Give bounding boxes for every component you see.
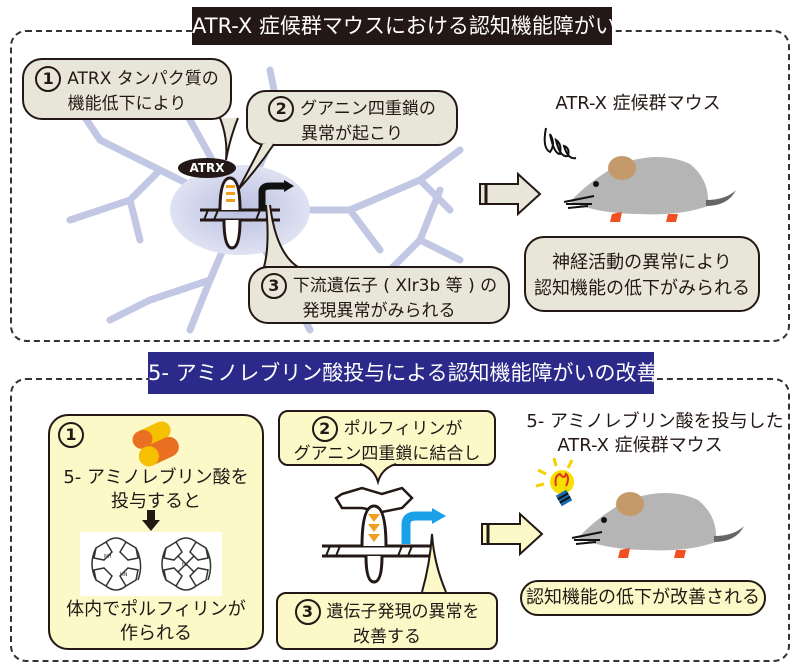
top-step2-line1: グアニン四重鎖の [300, 99, 436, 119]
top-result-bubble: 神経活動の異常により 認知機能の低下がみられる [524, 236, 760, 312]
confusion-scribble-icon [543, 127, 577, 160]
bottom-step3-pointer [421, 533, 447, 593]
top-step3-line2: 発現異常がみられる [302, 301, 456, 321]
porphyrin-heme-icon: Fe [161, 537, 212, 591]
step-number-1: 1 [58, 422, 84, 448]
top-step1-pointer [219, 117, 239, 161]
bottom-mouse-illustration [571, 492, 744, 558]
top-step3-line1: 下流遺伝子 ( Xlr3b 等 ) の [292, 276, 498, 296]
top-result-line2: 認知機能の低下がみられる [534, 278, 750, 299]
top-panel-title: ATR-X 症候群マウスにおける認知機能障がい [192, 7, 616, 45]
bottom-step1-line2: 投与すると [111, 491, 201, 512]
bottom-mouse-label-line1: 5- アミノレブリン酸を投与した [526, 411, 784, 432]
capsule-icon [132, 421, 179, 467]
top-step3-pointer [262, 204, 302, 268]
bottom-step1-line3: 体内でポルフィリンが [66, 599, 246, 620]
bottom-result-bubble: 認知機能の低下が改善される [520, 580, 766, 616]
porphyrin-free-base-icon: NH HN [91, 537, 142, 591]
top-mouse-illustration [563, 156, 736, 222]
top-step1-line2: 機能低下により [67, 94, 187, 114]
lightbulb-icon [535, 457, 574, 507]
top-arrow-icon [479, 171, 542, 217]
step-number-2: 2 [268, 96, 295, 122]
nh-label: NH [104, 554, 112, 560]
step-number-2: 2 [311, 416, 338, 442]
bottom-step2-pointer [359, 463, 397, 486]
fe-label: Fe [182, 562, 188, 568]
bottom-result-text: 認知機能の低下が改善される [526, 587, 760, 608]
bottom-step2-line1: ポルフィリンが [343, 419, 463, 439]
step-number-3: 3 [260, 273, 287, 299]
bottom-step3-line1: 遺伝子発現の異常を [326, 602, 480, 622]
dna-porphyrin-complex-icon [322, 486, 446, 584]
top-step1-line1: ATRX タンパク質の [67, 69, 219, 89]
bottom-step1-number-wrap: 1 [58, 422, 90, 448]
top-mouse-label: ATR-X 症候群マウス [555, 93, 721, 114]
bottom-step2-line2: グアニン四重鎖に結合し [293, 444, 481, 464]
atrx-badge: ATRX [178, 158, 236, 178]
bottom-step3-line2: 改善する [353, 627, 421, 647]
hn-label: HN [120, 572, 128, 578]
bottom-mouse-label-line2: ATR-X 症候群マウス [557, 435, 723, 456]
bottom-step1-line1: 5- アミノレブリン酸を [63, 467, 249, 488]
bottom-panel-title: 5- アミノレブリン酸投与による認知機能障がいの改善 [148, 352, 658, 394]
top-result-line1: 神経活動の異常により [552, 252, 732, 273]
down-arrow-icon [142, 510, 160, 531]
top-step2-line2: 異常が起こり [301, 124, 403, 144]
top-step2-pointer [237, 143, 275, 191]
bottom-step1-line4: 作られる [120, 623, 192, 644]
step-number-1: 1 [35, 66, 62, 92]
step-number-3: 3 [294, 599, 321, 625]
bottom-arrow-icon [481, 511, 544, 557]
